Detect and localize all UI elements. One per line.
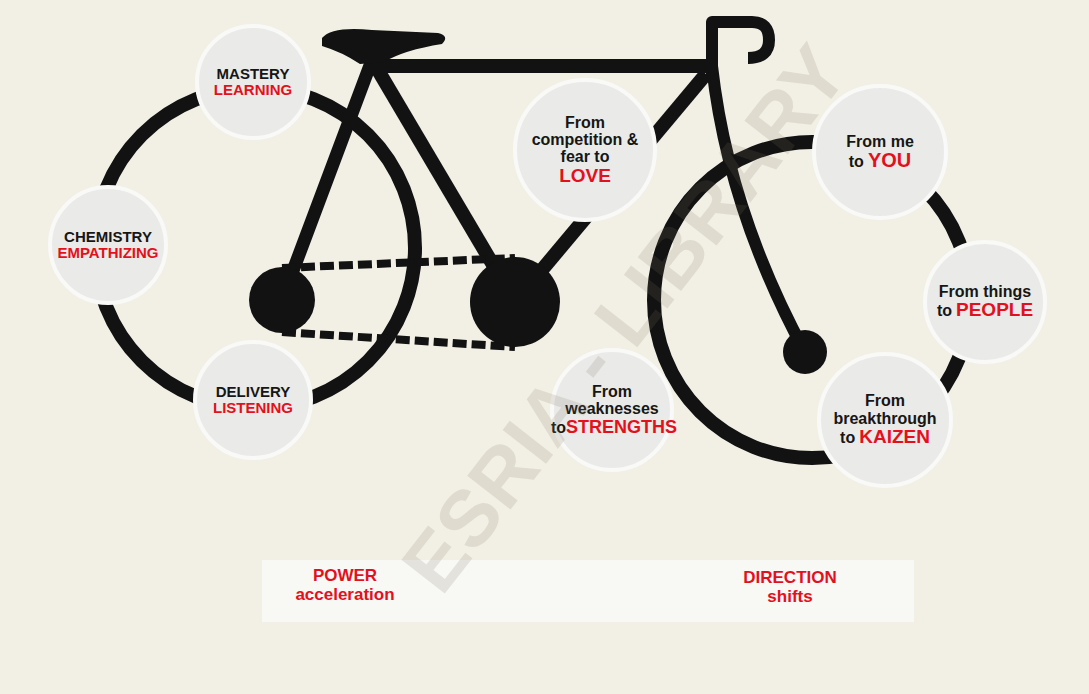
circle-node: MASTERYLEARNING	[195, 24, 311, 140]
node-emphasis: LISTENING	[195, 400, 311, 416]
circle-node: From breakthrough toKAIZEN	[817, 352, 953, 488]
circle-shape	[814, 86, 946, 218]
circle-shape	[515, 80, 655, 220]
circle-node: CHEMISTRYEMPATHIZING	[48, 185, 168, 305]
rear-hub	[249, 267, 315, 333]
circle-shape	[552, 350, 672, 470]
circle-shape	[195, 342, 311, 458]
circle-node: From things toPEOPLE	[923, 240, 1047, 364]
node-heading: From competition & fear to	[532, 114, 639, 166]
chainring	[470, 257, 560, 347]
label-panel	[262, 560, 914, 622]
circle-shape	[925, 242, 1045, 362]
top-tube	[365, 59, 714, 73]
circle-node: From me toYOU	[812, 84, 948, 220]
node-heading: DELIVERY	[195, 384, 311, 400]
fork	[712, 66, 805, 352]
section-label: POWER acceleration	[285, 567, 405, 604]
circle-node: From weaknesses toSTRENGTHS	[550, 348, 674, 472]
circle-node: From competition & fear toLOVE	[513, 78, 657, 222]
node-emphasis: STRENGTHS	[566, 417, 677, 437]
node-heading: CHEMISTRY	[50, 229, 166, 245]
node-heading: MASTERY	[197, 66, 309, 82]
chain-top	[282, 258, 515, 268]
circle-shape	[50, 187, 166, 303]
section-label: DIRECTION shifts	[730, 569, 850, 606]
node-emphasis: YOU	[868, 149, 911, 171]
saddle	[322, 29, 445, 64]
node-emphasis: LOVE	[531, 166, 639, 187]
node-emphasis: PEOPLE	[956, 299, 1033, 320]
circle-shape	[819, 354, 951, 486]
node-emphasis: LEARNING	[197, 82, 309, 98]
circle-shape	[197, 26, 309, 138]
front-hub	[783, 330, 827, 374]
chain-bottom	[282, 332, 515, 347]
node-emphasis: KAIZEN	[859, 426, 930, 447]
watermark: ESRIA - LIBRARY	[381, 24, 869, 614]
node-emphasis: EMPATHIZING	[50, 245, 166, 261]
circle-node: DELIVERYLISTENING	[193, 340, 313, 460]
handlebar	[712, 22, 769, 80]
